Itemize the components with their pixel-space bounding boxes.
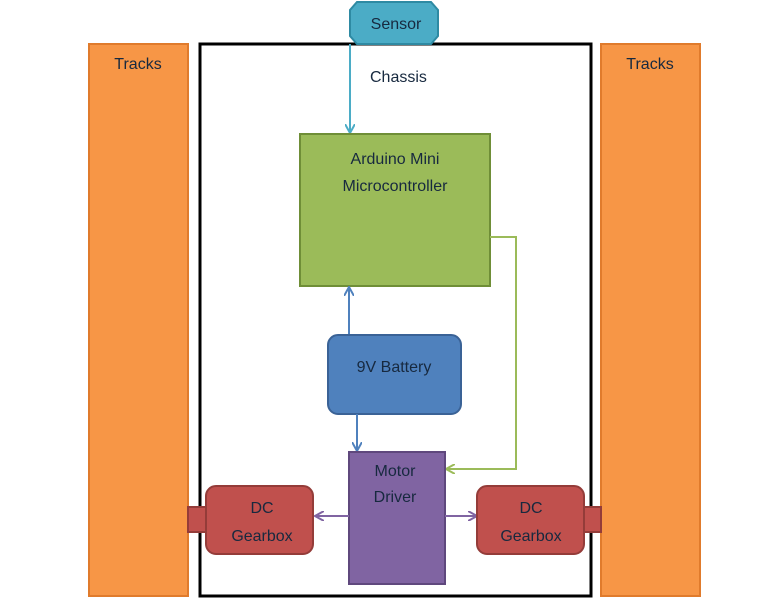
motor-driver-label-line1: Motor xyxy=(375,463,417,480)
arduino-label-line2: Microcontroller xyxy=(343,178,449,195)
arduino-block xyxy=(299,133,491,287)
left-track-label: Tracks xyxy=(114,56,161,73)
motor-driver-label-line2: Driver xyxy=(374,489,417,506)
arduino-label-line1: Arduino Mini xyxy=(351,151,440,168)
left-gearbox-label-line1: DC xyxy=(250,500,273,517)
battery-block xyxy=(327,334,462,415)
battery-label: 9V Battery xyxy=(357,359,432,376)
right-gearbox-label-line1: DC xyxy=(519,500,542,517)
right-track xyxy=(600,43,701,597)
left-gearbox-label-line2: Gearbox xyxy=(231,528,292,545)
arduino-to-driver-arrow xyxy=(447,236,517,469)
right-gearbox-label-line2: Gearbox xyxy=(500,528,561,545)
left-gearbox-block xyxy=(205,485,314,555)
left-gearbox-shaft xyxy=(187,506,208,533)
left-track xyxy=(88,43,189,597)
right-track-label: Tracks xyxy=(626,56,673,73)
sensor-block xyxy=(349,1,439,45)
chassis-label: Chassis xyxy=(370,69,427,86)
motor-driver-block xyxy=(348,451,446,585)
right-gearbox-block xyxy=(476,485,585,555)
sensor-label: Sensor xyxy=(371,16,422,33)
